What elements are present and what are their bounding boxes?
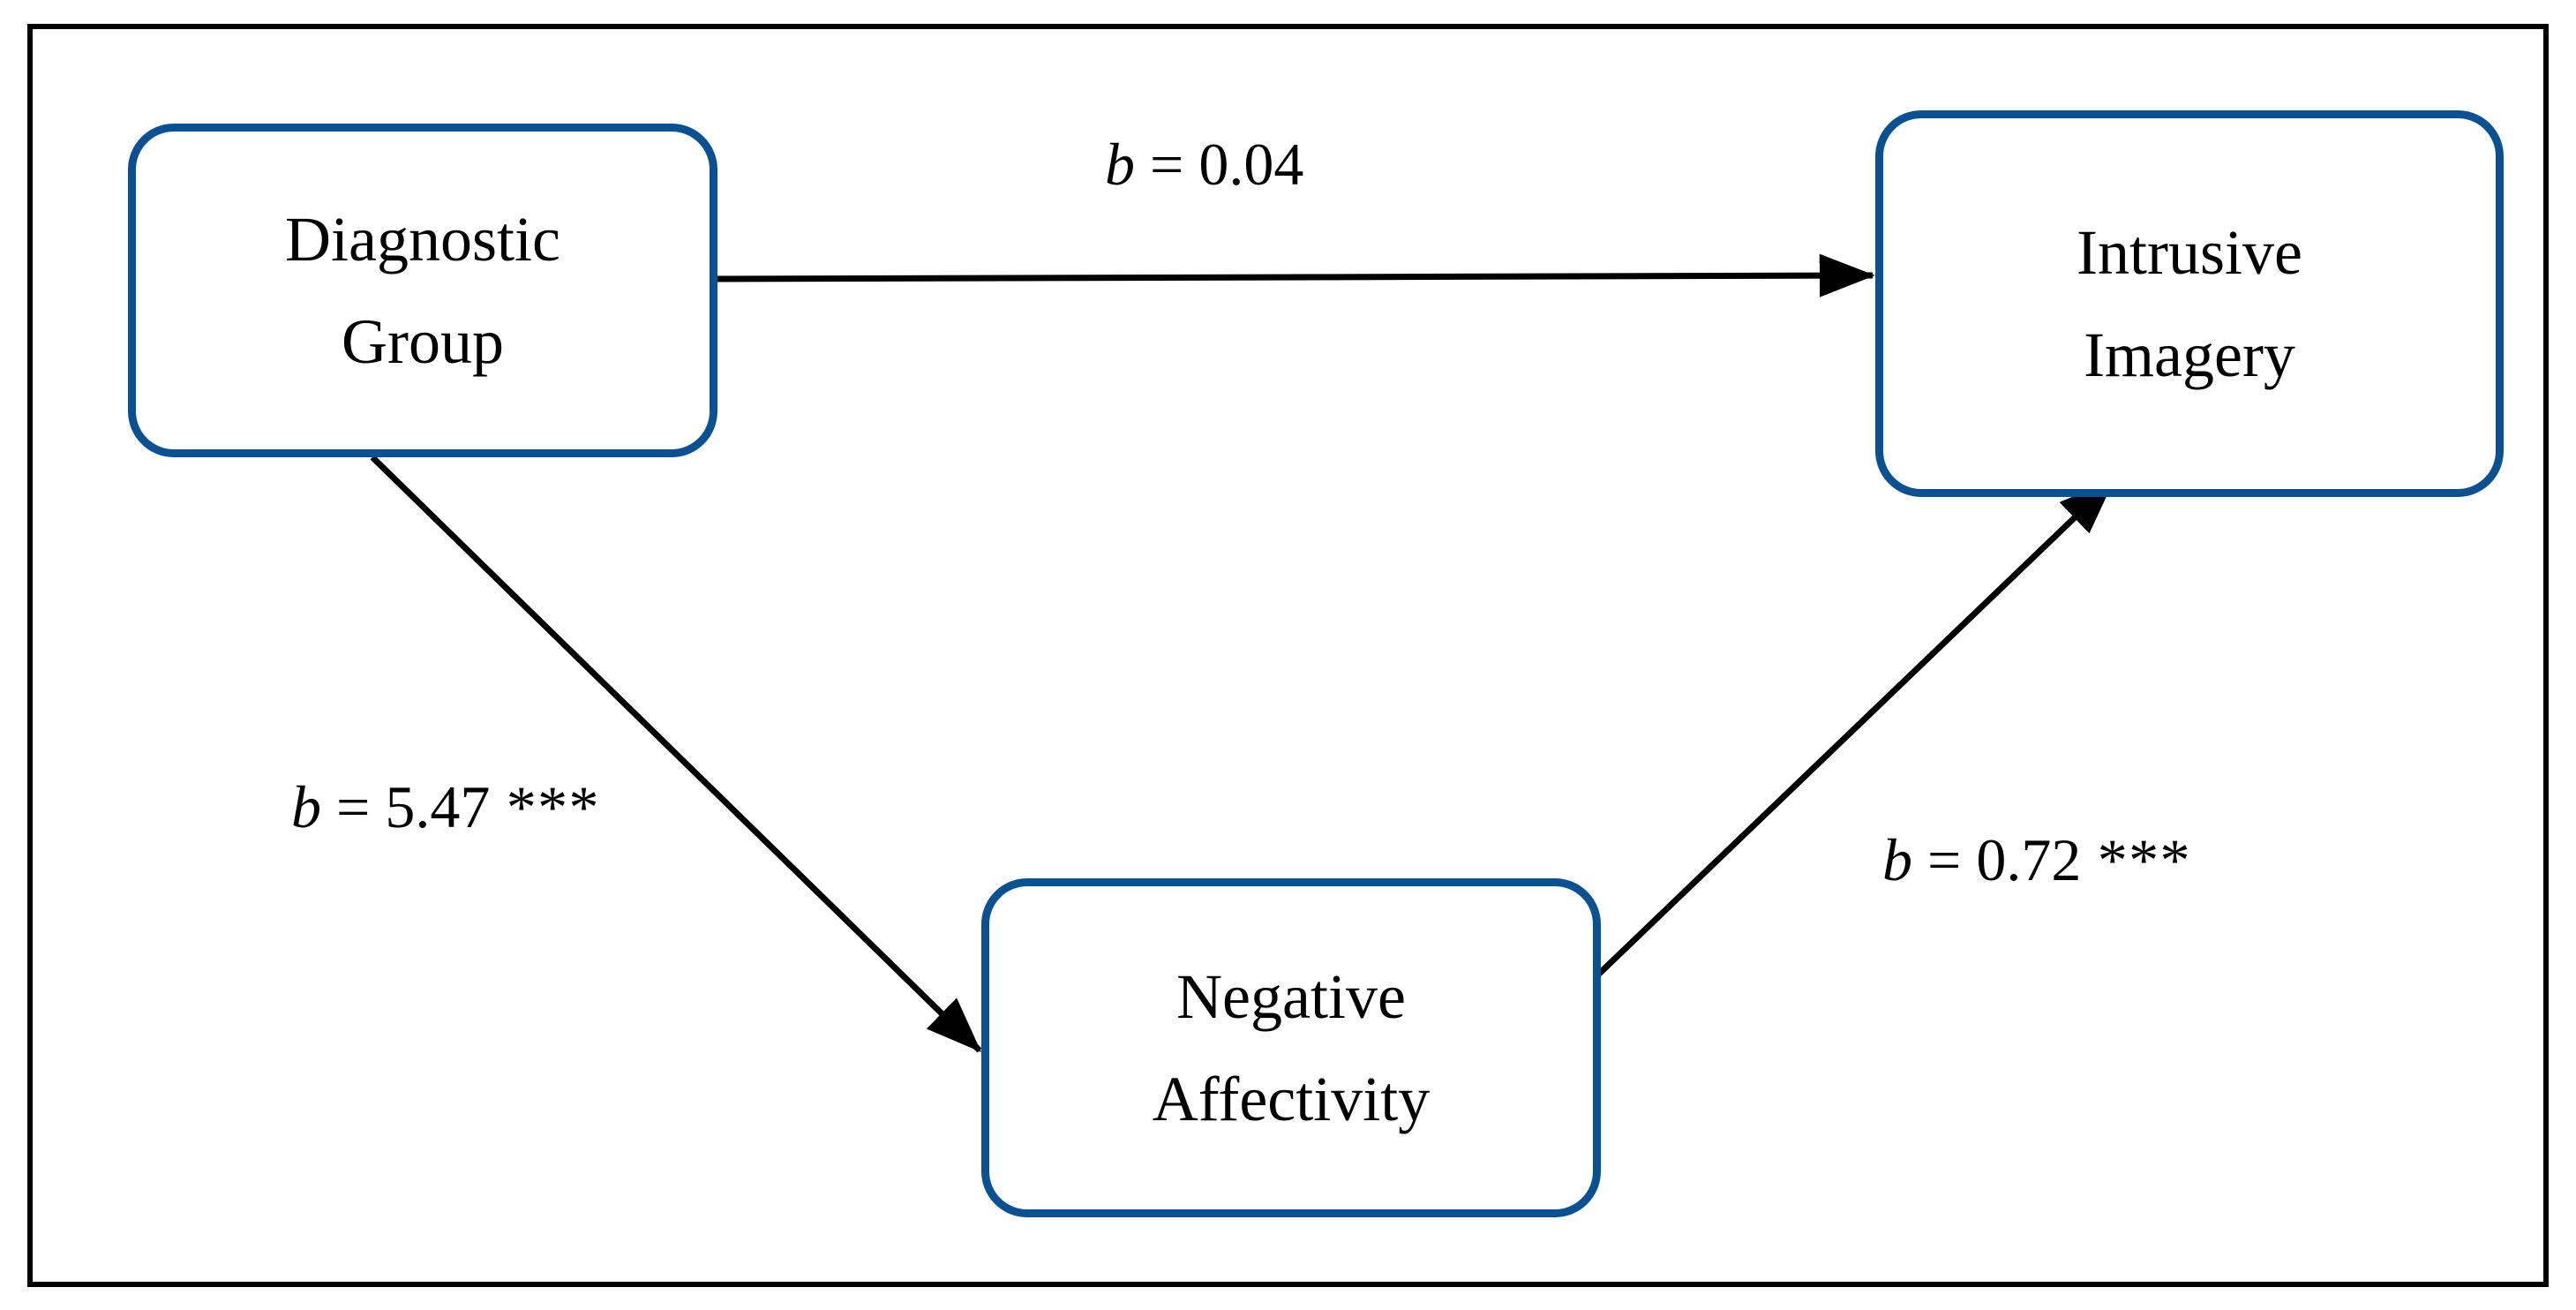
coefficient-equals: = xyxy=(1135,131,1199,198)
coefficient-symbol: b xyxy=(1105,131,1135,198)
node-intrusive-imagery-line-2: Imagery xyxy=(2084,320,2295,390)
node-diagnostic-group-line-1: Diagnostic xyxy=(285,204,560,275)
path-label-direct-effect: b = 0.04 xyxy=(1105,134,1303,194)
coefficient-value: 0.72 xyxy=(1976,826,2082,893)
node-diagnostic-group-line-2: Group xyxy=(342,306,504,377)
node-diagnostic-group: Diagnostic Group xyxy=(128,124,717,457)
coefficient-equals: = xyxy=(321,773,386,840)
coefficient-significance: *** xyxy=(490,773,600,840)
path-label-b-path: b = 0.72 *** xyxy=(1882,830,2191,890)
coefficient-value: 0.04 xyxy=(1198,131,1304,198)
node-intrusive-imagery-line-1: Intrusive xyxy=(2077,217,2302,288)
coefficient-equals: = xyxy=(1912,826,1977,893)
coefficient-value: 5.47 xyxy=(385,773,491,840)
node-negative-affectivity: Negative Affectivity xyxy=(981,878,1601,1217)
path-label-a-path: b = 5.47 *** xyxy=(291,777,600,837)
coefficient-symbol: b xyxy=(1882,826,1912,893)
coefficient-symbol: b xyxy=(291,773,321,840)
coefficient-significance: *** xyxy=(2081,826,2191,893)
node-intrusive-imagery: Intrusive Imagery xyxy=(1875,110,2504,497)
node-negative-affectivity-line-2: Affectivity xyxy=(1152,1064,1431,1134)
node-negative-affectivity-line-1: Negative xyxy=(1176,961,1406,1032)
